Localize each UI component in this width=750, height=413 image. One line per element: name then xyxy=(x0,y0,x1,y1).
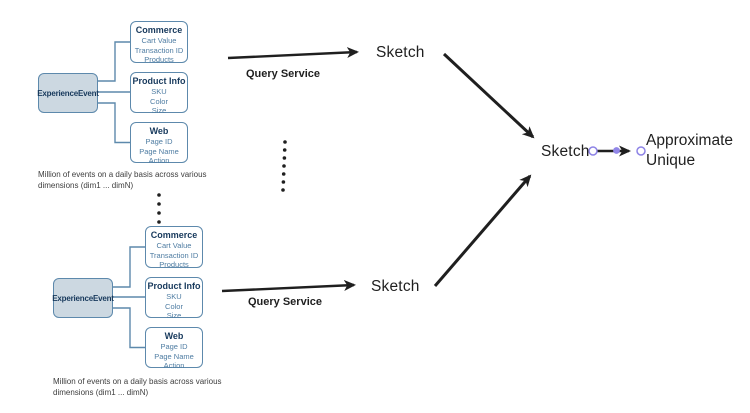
commerce-box[interactable]: Commerce Cart Value Transaction ID Produ… xyxy=(130,21,188,64)
sketch-label-top[interactable]: Sketch xyxy=(376,44,425,61)
arrow-sketch-bottom-to-merged[interactable] xyxy=(433,174,532,287)
arrow-query-service-top[interactable] xyxy=(227,46,359,60)
commerce-title: Commerce xyxy=(135,25,183,35)
attr-item: Color xyxy=(165,301,183,311)
experience-event-shape[interactable]: ExperienceEvent xyxy=(52,278,114,318)
attr-item: Products xyxy=(144,55,174,64)
attr-item: Action xyxy=(148,156,170,165)
web-box[interactable]: Web Page ID Page Name Action xyxy=(145,327,203,370)
sketch-label-merged[interactable]: Sketch xyxy=(541,143,590,160)
attr-item: Size xyxy=(151,106,167,115)
experience-event-label: ExperienceEvent xyxy=(37,88,99,98)
attr-item: SKU xyxy=(166,292,182,301)
attr-item: SKU xyxy=(151,87,167,96)
attr-item: Color xyxy=(150,96,168,106)
attr-item: Transaction ID xyxy=(134,45,184,55)
event-cluster-top: ExperienceEvent Commerce Cart Value Tran… xyxy=(37,21,238,201)
event-cluster-bottom: ExperienceEvent Commerce Cart Value Tran… xyxy=(52,226,253,406)
product-info-title: Product Info xyxy=(132,76,186,86)
attr-item: Transaction ID xyxy=(149,250,199,260)
product-info-box[interactable]: Product Info SKU Color Size xyxy=(130,72,188,115)
entity-connectors-bottom xyxy=(113,246,145,349)
arrow-sketch-to-approximate-unique[interactable] xyxy=(588,145,646,157)
approximate-unique-label[interactable]: Approximate Unique xyxy=(646,132,734,169)
product-info-box[interactable]: Product Info SKU Color Size xyxy=(145,277,203,320)
vertical-ellipsis-left-icon xyxy=(157,193,161,224)
attr-item: Cart Value xyxy=(156,241,192,250)
commerce-title: Commerce xyxy=(150,230,198,240)
arrow-query-service-bottom[interactable] xyxy=(221,279,356,293)
attr-item: Products xyxy=(159,260,189,269)
attr-item: Page Name xyxy=(154,351,194,361)
cluster-caption: Million of events on a daily basis acros… xyxy=(38,170,207,190)
attr-item: Action xyxy=(163,361,185,370)
cluster-caption: Million of events on a daily basis acros… xyxy=(53,377,222,397)
attr-item: Size xyxy=(166,311,182,320)
query-service-label-bottom[interactable]: Query Service xyxy=(248,296,322,308)
product-info-title: Product Info xyxy=(147,281,201,291)
attr-item: Page ID xyxy=(160,342,188,351)
experience-event-label: ExperienceEvent xyxy=(52,293,114,303)
web-title: Web xyxy=(164,331,184,341)
attr-item: Cart Value xyxy=(141,36,177,45)
web-box[interactable]: Web Page ID Page Name Action xyxy=(130,122,188,165)
query-service-label-top[interactable]: Query Service xyxy=(246,68,320,80)
arrow-endpoint-handle-start[interactable] xyxy=(588,146,598,156)
vertical-ellipsis-middle-icon xyxy=(281,140,287,192)
commerce-box[interactable]: Commerce Cart Value Transaction ID Produ… xyxy=(145,226,203,269)
entity-connectors-top xyxy=(98,41,130,144)
attr-item: Page ID xyxy=(145,137,173,146)
arrow-endpoint-handle-end[interactable] xyxy=(636,146,646,156)
experience-event-shape[interactable]: ExperienceEvent xyxy=(37,73,99,113)
arrow-midpoint-handle[interactable] xyxy=(613,147,620,154)
sketch-label-bottom[interactable]: Sketch xyxy=(371,278,420,295)
web-title: Web xyxy=(149,126,169,136)
attr-item: Page Name xyxy=(139,146,179,156)
arrow-sketch-top-to-merged[interactable] xyxy=(442,52,535,139)
